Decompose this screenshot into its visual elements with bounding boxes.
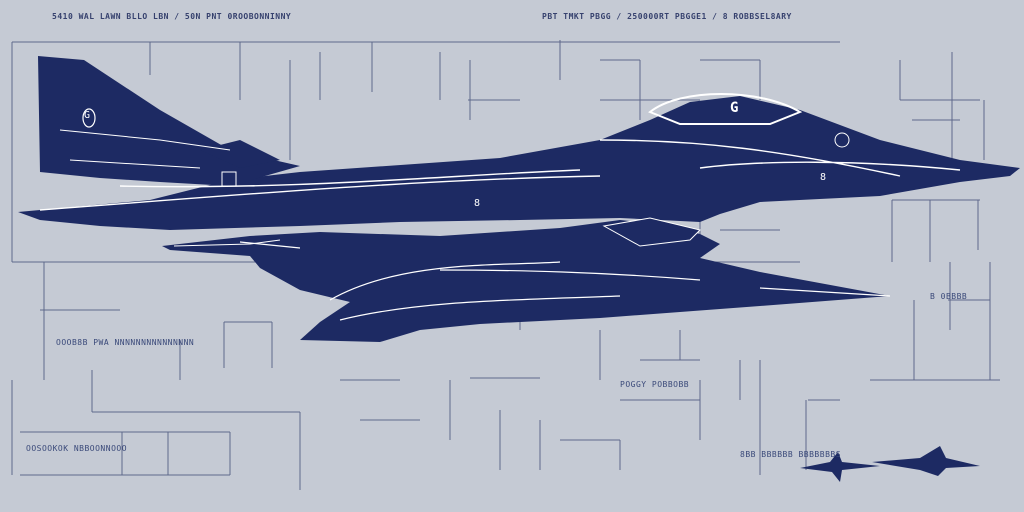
aircraft-top-view (18, 56, 1020, 230)
silhouette-side (872, 446, 980, 476)
mid-note: POGGY POBBOBB (620, 380, 690, 389)
lower-cockpit-code: 8 (474, 198, 481, 209)
nose-code: 8 (820, 172, 827, 183)
header-left-text: 5410 WAL LAWN BLLO LBN / 50N PNT 0ROOBON… (52, 12, 292, 21)
aircraft-side-view (162, 217, 891, 342)
silhouette-front (800, 452, 880, 482)
right-note: B 0BBBB (930, 292, 968, 301)
header-right-text: PBT TMKT PBGG / 250000RT PBGGE1 / 8 ROBB… (542, 12, 792, 21)
bottom-right-note: 8BB BBBBBB BBBBBBBS (740, 450, 842, 459)
left-note: OOOB8B PWA NNNNNNNNNNNNNNN (56, 338, 195, 347)
fin-code: G (84, 110, 91, 121)
bottom-note: OOSOOKOK NBBOONNOOO (26, 444, 128, 453)
canopy-code: G (730, 100, 739, 116)
